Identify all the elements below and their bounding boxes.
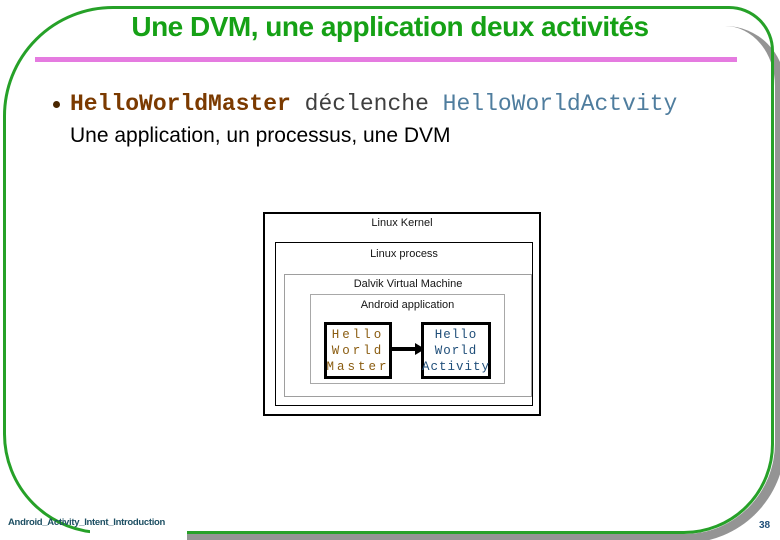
diagram-linux-kernel-box: Linux Kernel Linux process Dalvik Virtua… [263,212,541,416]
footer-text: Android_Activity_Intent_Introduction [8,517,166,528]
page-number: 38 [759,520,771,531]
text-declenche: déclenche [290,91,443,117]
linux-process-label: Linux process [370,248,438,260]
slide-title: Une DVM, une application deux activités [131,11,649,42]
linux-kernel-label: Linux Kernel [371,217,433,229]
bullet-line-1: HelloWorldMaster déclenche HelloWorldAct… [52,90,677,118]
hello-world-activity-line: Activity [422,359,491,374]
hello-world-master-line: Master [326,359,390,374]
hello-world-activity-line: Hello [434,327,478,342]
bullet-line-2: Une application, un processus, une DVM [70,124,451,147]
text-hello-world-actvity: HelloWorldActvity [442,91,678,117]
slide-border-frame [3,6,774,534]
hello-world-master-box: Hello World Master [324,322,392,379]
footer-background-patch [90,521,187,540]
hello-world-master-line: World [331,343,385,358]
title-divider [35,57,737,62]
hello-world-master-line: Hello [331,327,385,342]
dalvik-vm-label: Dalvik Virtual Machine [353,278,463,290]
shadow-band [186,26,780,540]
diagram-dalvik-vm-box: Dalvik Virtual Machine Android applicati… [284,274,532,397]
diagram-linux-process-box: Linux process Dalvik Virtual Machine And… [275,242,533,406]
bullet-block: HelloWorldMaster déclenche HelloWorldAct… [52,90,677,149]
right-arrow-head-icon [415,343,425,355]
bullet-dot-icon [53,101,60,108]
hello-world-activity-box: Hello World Activity [421,322,491,379]
right-arrow-icon [392,343,425,355]
text-hello-world-master: HelloWorldMaster [70,91,291,117]
hello-world-activity-line: World [434,343,478,358]
android-application-label: Android application [360,299,455,311]
diagram-android-application-box: Android application Hello World Master H… [310,294,505,384]
